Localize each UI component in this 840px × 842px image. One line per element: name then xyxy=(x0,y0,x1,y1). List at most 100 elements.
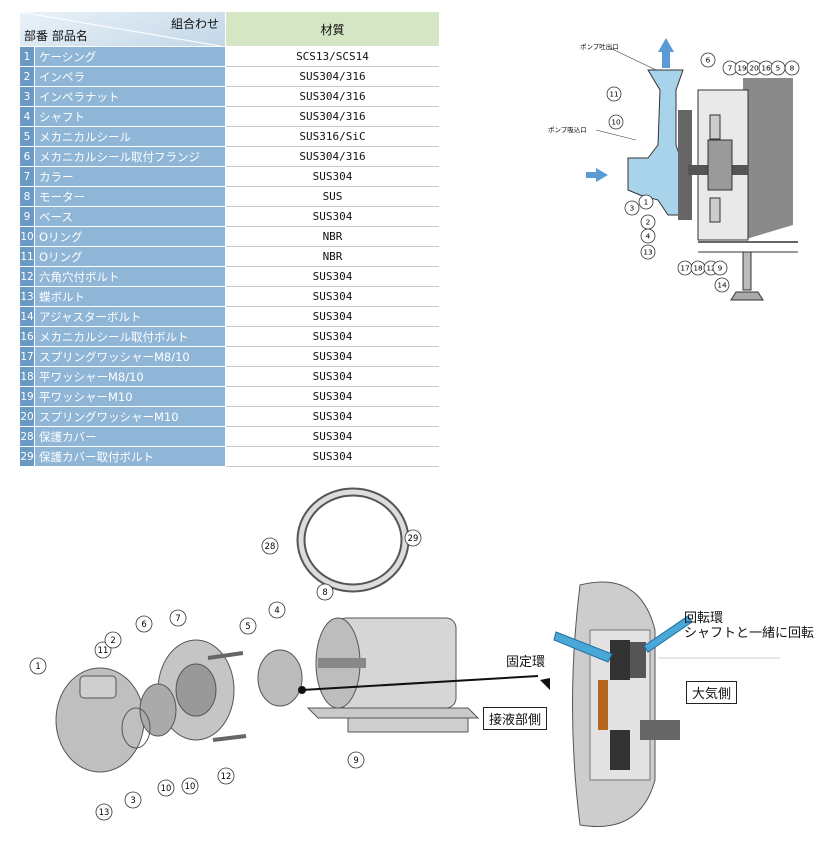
part-number: 4 xyxy=(20,106,35,127)
part-number: 7 xyxy=(20,166,35,187)
callout-circle xyxy=(640,228,656,244)
callout-number: 16 xyxy=(761,64,771,73)
callout-number: 7 xyxy=(728,64,733,73)
callout-circle xyxy=(608,114,624,130)
header-part-cell: 組合わせ 部番 部品名 xyxy=(20,12,226,47)
casing-water xyxy=(627,69,689,216)
part-material: NBR xyxy=(225,226,439,247)
collar-pin-2 xyxy=(212,734,247,742)
callout-circle xyxy=(261,537,279,555)
detail-arrow-dot xyxy=(298,686,306,694)
callout-number: 10 xyxy=(611,118,621,127)
casing-outlet xyxy=(79,675,117,699)
outlet-arrow xyxy=(658,38,674,68)
header-diagonal xyxy=(20,12,220,46)
rotating-ring xyxy=(630,642,646,678)
callout-circle xyxy=(784,60,800,76)
callout-circle xyxy=(404,529,422,547)
callout-circle xyxy=(95,803,113,821)
flange-hole xyxy=(175,663,217,717)
header-material: 材質 xyxy=(225,12,439,47)
base-plate xyxy=(306,707,480,719)
part-material: SUS304 xyxy=(225,386,439,407)
callout-circle xyxy=(104,631,122,649)
part-material: SUS304 xyxy=(225,366,439,387)
part-name: ケーシング xyxy=(34,46,226,67)
part-material: SUS304 xyxy=(225,206,439,227)
callout-number: 2 xyxy=(646,218,651,227)
base-lower xyxy=(347,717,469,733)
fixed-ring-arrow xyxy=(553,631,613,663)
part-name: スプリングワッシャーM8/10 xyxy=(34,346,226,367)
callout-circle xyxy=(268,601,286,619)
callout-number: 28 xyxy=(265,541,276,551)
part-number: 3 xyxy=(20,86,35,107)
bolt-lower xyxy=(709,197,721,223)
callout-number: 3 xyxy=(630,204,635,213)
callout-circle xyxy=(181,777,199,795)
part-name: メカニカルシール xyxy=(34,126,226,147)
rotating-ring-label: 回転環 xyxy=(684,611,724,626)
motor-shaft xyxy=(318,658,366,668)
callout-number: 1 xyxy=(644,198,649,207)
part-material: SUS304/316 xyxy=(225,106,439,127)
callout-circle xyxy=(712,260,728,276)
part-material: SUS304 xyxy=(225,266,439,287)
inlet-arrow xyxy=(586,168,608,182)
callout-number: 14 xyxy=(717,281,727,290)
o-ring-part xyxy=(121,707,151,749)
part-number: 17 xyxy=(20,346,35,367)
impeller-part xyxy=(139,683,177,737)
callout-number: 12 xyxy=(221,771,232,781)
part-number: 19 xyxy=(20,386,35,407)
callout-number: 13 xyxy=(643,248,653,257)
part-number: 9 xyxy=(20,206,35,227)
header-part-name: 部番 部品名 xyxy=(24,29,88,43)
callout-circle xyxy=(239,617,257,635)
part-material: SUS304 xyxy=(225,326,439,347)
part-name: Oリング xyxy=(34,226,226,247)
part-name: Oリング xyxy=(34,246,226,267)
part-material: NBR xyxy=(225,246,439,267)
part-number: 1 xyxy=(20,46,35,67)
rotating-ring-arrow xyxy=(643,615,693,653)
part-material: SUS304/316 xyxy=(225,146,439,167)
callout-number: 29 xyxy=(408,533,419,543)
callout-circle xyxy=(640,244,656,260)
callout-number: 10 xyxy=(185,781,196,791)
part-material: SUS304 xyxy=(225,306,439,327)
part-number: 6 xyxy=(20,146,35,167)
outlet-label: ポンプ吐出口 xyxy=(580,42,619,51)
callout-circle xyxy=(135,615,153,633)
callout-circle xyxy=(700,52,716,68)
header-combination: 組合わせ xyxy=(170,17,219,31)
part-material: SUS xyxy=(225,186,439,207)
part-material: SCS13/SCS14 xyxy=(225,46,439,67)
part-number: 12 xyxy=(20,266,35,287)
callout-number: 7 xyxy=(175,613,180,623)
motor-housing xyxy=(743,78,793,240)
part-number: 2 xyxy=(20,66,35,87)
callout-number: 4 xyxy=(646,232,651,241)
copper-ring xyxy=(598,680,608,730)
callout-circle xyxy=(347,751,365,769)
callout-number: 8 xyxy=(322,587,327,597)
callout-number: 9 xyxy=(718,264,723,273)
part-name: インペラナット xyxy=(34,86,226,107)
mech-seal-part xyxy=(257,649,303,707)
fixed-ring-label: 固定環 xyxy=(506,655,546,670)
callout-number: 9 xyxy=(353,755,358,765)
mechanical-seal-detail xyxy=(540,581,780,827)
